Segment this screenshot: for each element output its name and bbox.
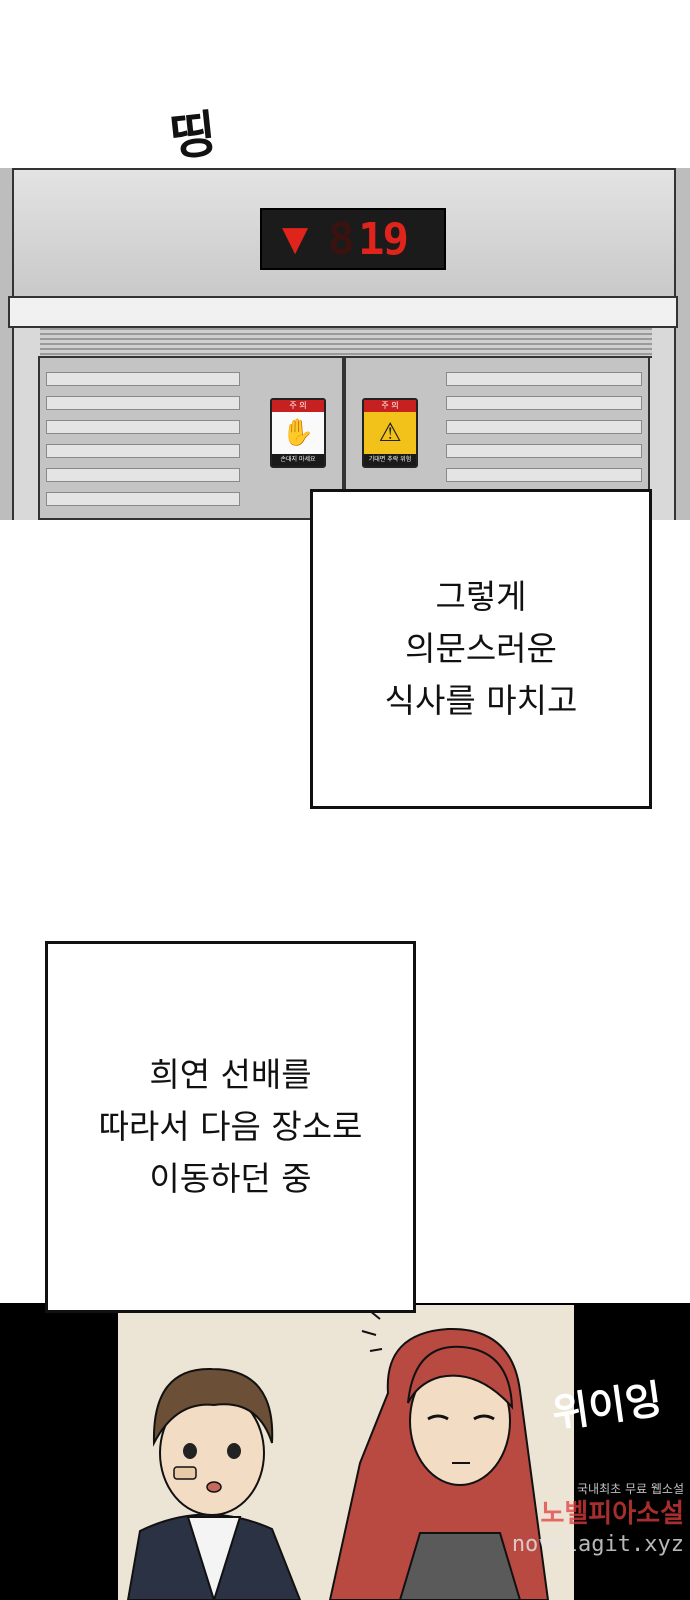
door-slat (446, 444, 642, 458)
narration-line: 이동하던 중 (149, 1159, 312, 1198)
watermark-url: novelagit.xyz (511, 1532, 684, 1557)
door-slat (46, 492, 240, 506)
warning-icon: ⚠ (364, 412, 416, 454)
character-panel: 위이잉 국내최초 무료 웹소설 노벨피아소설 novelagit.xyz (0, 1303, 690, 1600)
elevator-frame-left (0, 168, 14, 520)
narration-box-1: 그렇게 의문스러운 식사를 마치고 (310, 489, 652, 809)
sfx-ding: 띵 (166, 103, 219, 168)
floor-display: ▼ 8 19 (260, 208, 446, 270)
boy-hair (152, 1367, 274, 1447)
narration-line: 희연 선배를 (149, 1055, 312, 1094)
elevator-header-beam (8, 296, 678, 328)
narration-box-2: 희연 선배를 따라서 다음 장소로 이동하던 중 (45, 941, 416, 1313)
door-slat (46, 468, 240, 482)
door-slat (46, 420, 240, 434)
girl-scarf (398, 1532, 522, 1600)
caution-sign-hand: 주 의 ✋ 손대지 마세요 (270, 398, 326, 468)
door-slat (446, 396, 642, 410)
boy-bandage (173, 1466, 197, 1480)
girl-bangs (407, 1345, 514, 1410)
narration-line: 의문스러운 (405, 629, 557, 668)
sign-footer: 손대지 마세요 (272, 454, 324, 466)
watermark: 국내최초 무료 웹소설 노벨피아소설 novelagit.xyz (474, 1481, 684, 1559)
door-slat (46, 444, 240, 458)
boy-eye-left (183, 1443, 197, 1459)
sign-header: 주 의 (272, 400, 324, 412)
watermark-tagline: 국내최초 무료 웹소설 (577, 1482, 684, 1496)
elevator-panel: ▼ 8 19 주 의 ✋ 손대지 마세요 주 의 ⚠ 기대면 추락 위험 (0, 168, 690, 520)
sign-footer: 기대면 추락 위험 (364, 454, 416, 466)
floor-ghost-digit: 8 (328, 214, 355, 265)
girl-character (328, 1310, 550, 1600)
door-slat (446, 468, 642, 482)
caution-sign-fall: 주 의 ⚠ 기대면 추락 위험 (362, 398, 418, 468)
elevator-vent (40, 328, 652, 358)
boy-character (126, 1367, 302, 1600)
door-slat (46, 396, 240, 410)
watermark-brand: 노벨피아소설 (540, 1499, 684, 1529)
door-slat (446, 420, 642, 434)
boy-shirt (186, 1516, 242, 1600)
door-slat (446, 372, 642, 386)
character-illustration (126, 1310, 550, 1600)
narration-line: 그렇게 (435, 577, 527, 616)
boy-eye-right (227, 1443, 241, 1459)
elevator-frame-top: ▼ 8 19 (8, 168, 678, 296)
narration-line: 식사를 마치고 (384, 681, 578, 720)
hand-icon: ✋ (281, 418, 315, 448)
down-arrow-icon: ▼ (282, 219, 309, 259)
floor-number: 19 (358, 214, 409, 265)
door-slat (46, 372, 240, 386)
boy-mouth (206, 1481, 222, 1493)
girl-eye-left (427, 1414, 449, 1421)
sign-header: 주 의 (364, 400, 416, 412)
elevator-frame-right (674, 168, 690, 520)
girl-eye-right (473, 1414, 495, 1421)
surprise-lines (361, 1310, 383, 1352)
narration-line: 따라서 다음 장소로 (98, 1107, 363, 1146)
